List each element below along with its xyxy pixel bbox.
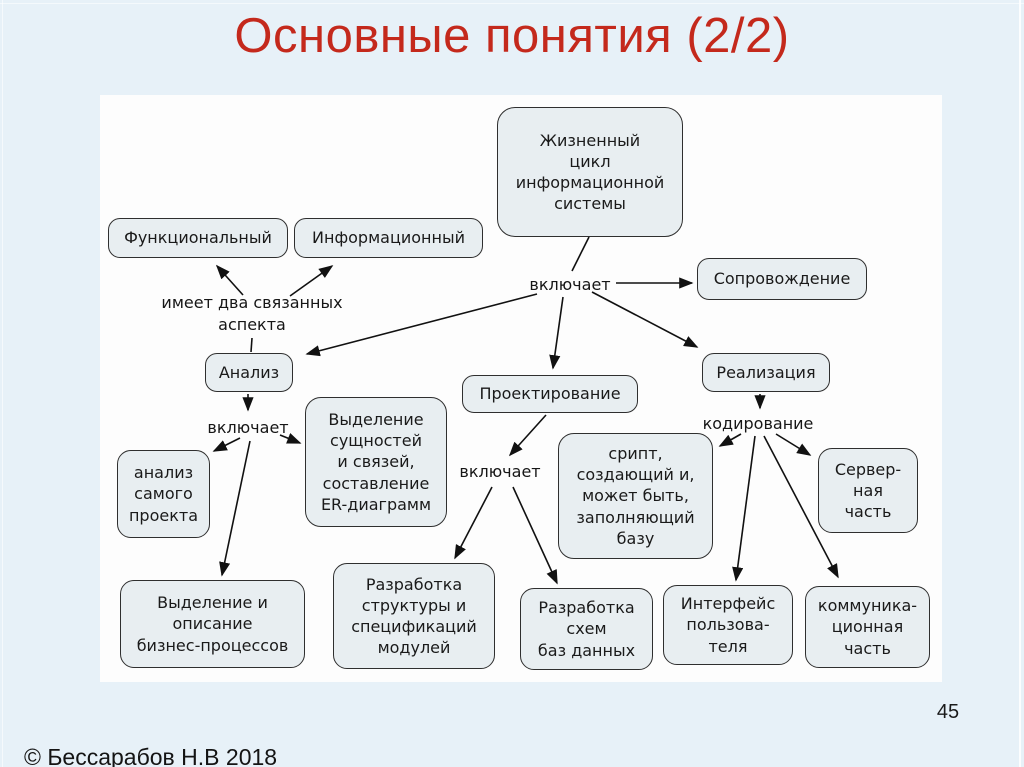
label-coding: кодирование <box>702 414 814 433</box>
label-includes-design: включает <box>459 462 541 481</box>
slide-left-edge-line <box>2 0 3 767</box>
node-maintenance: Сопровождение <box>697 258 867 300</box>
node-business-processes: Выделение и описание бизнес-процессов <box>120 580 305 668</box>
label-includes-analysis: включает <box>207 418 289 437</box>
arrow-coding-to-db-script <box>718 433 742 447</box>
label-has-two-aspects: имеет два связанных аспекта <box>161 293 343 335</box>
arrow-coding-to-server-part <box>775 433 812 456</box>
node-server-part: Сервер- ная часть <box>818 448 918 533</box>
arrow-includes-to-analysis <box>305 293 538 357</box>
arrow-includes3-to-db-schemas <box>512 486 558 585</box>
arrow-aspects-to-functional <box>215 264 244 296</box>
arrow-aspects-to-informational <box>289 265 334 297</box>
label-includes-top: включает <box>529 275 611 294</box>
arrow-includes2-to-er-modeling <box>279 433 302 444</box>
node-informational: Информационный <box>294 218 483 258</box>
arrow-includes-to-implementation <box>591 291 699 348</box>
node-lifecycle: Жизненный цикл информационной системы <box>497 107 683 237</box>
node-db-schemas: Разработка схем баз данных <box>520 588 653 670</box>
footer-copyright: © Бессарабов Н.В 2018 <box>24 744 278 767</box>
node-functional: Функциональный <box>108 218 288 258</box>
arrow-includes2-to-business-processes <box>219 440 251 577</box>
slide-title: Основные понятия (2/2) <box>234 9 790 63</box>
arrow-includes-to-design <box>549 296 564 370</box>
diagram-panel: Жизненный цикл информационной системы Фу… <box>100 95 942 682</box>
page-number: 45 <box>936 701 960 723</box>
line-lifecycle-to-includes <box>571 236 590 272</box>
node-er-modeling: Выделение сущностей и связей, составлени… <box>305 397 447 527</box>
node-db-script: срипт, создающий и, может быть, заполняю… <box>558 433 713 559</box>
line-aspects-to-analysis <box>250 337 253 353</box>
node-project-analysis: анализ самого проекта <box>117 450 210 538</box>
slide-top-edge-line <box>0 3 1024 4</box>
arrow-coding-to-user-interface <box>732 435 756 582</box>
node-design: Проектирование <box>462 375 638 413</box>
arrow-coding-to-communication-part <box>763 435 839 579</box>
arrow-design-to-includes3 <box>508 414 547 457</box>
node-communication-part: коммуника- ционная часть <box>805 586 930 668</box>
node-analysis: Анализ <box>205 353 293 392</box>
arrow-includes2-to-project-analysis <box>212 437 241 452</box>
node-user-interface: Интерфейс пользова- теля <box>663 585 793 665</box>
node-implementation: Реализация <box>702 353 830 392</box>
node-module-structure: Разработка структуры и спецификаций моду… <box>333 563 495 669</box>
arrow-includes3-to-module-structure <box>454 486 493 560</box>
slide-right-edge-line <box>1019 0 1021 767</box>
diagram-connectors <box>212 236 839 585</box>
